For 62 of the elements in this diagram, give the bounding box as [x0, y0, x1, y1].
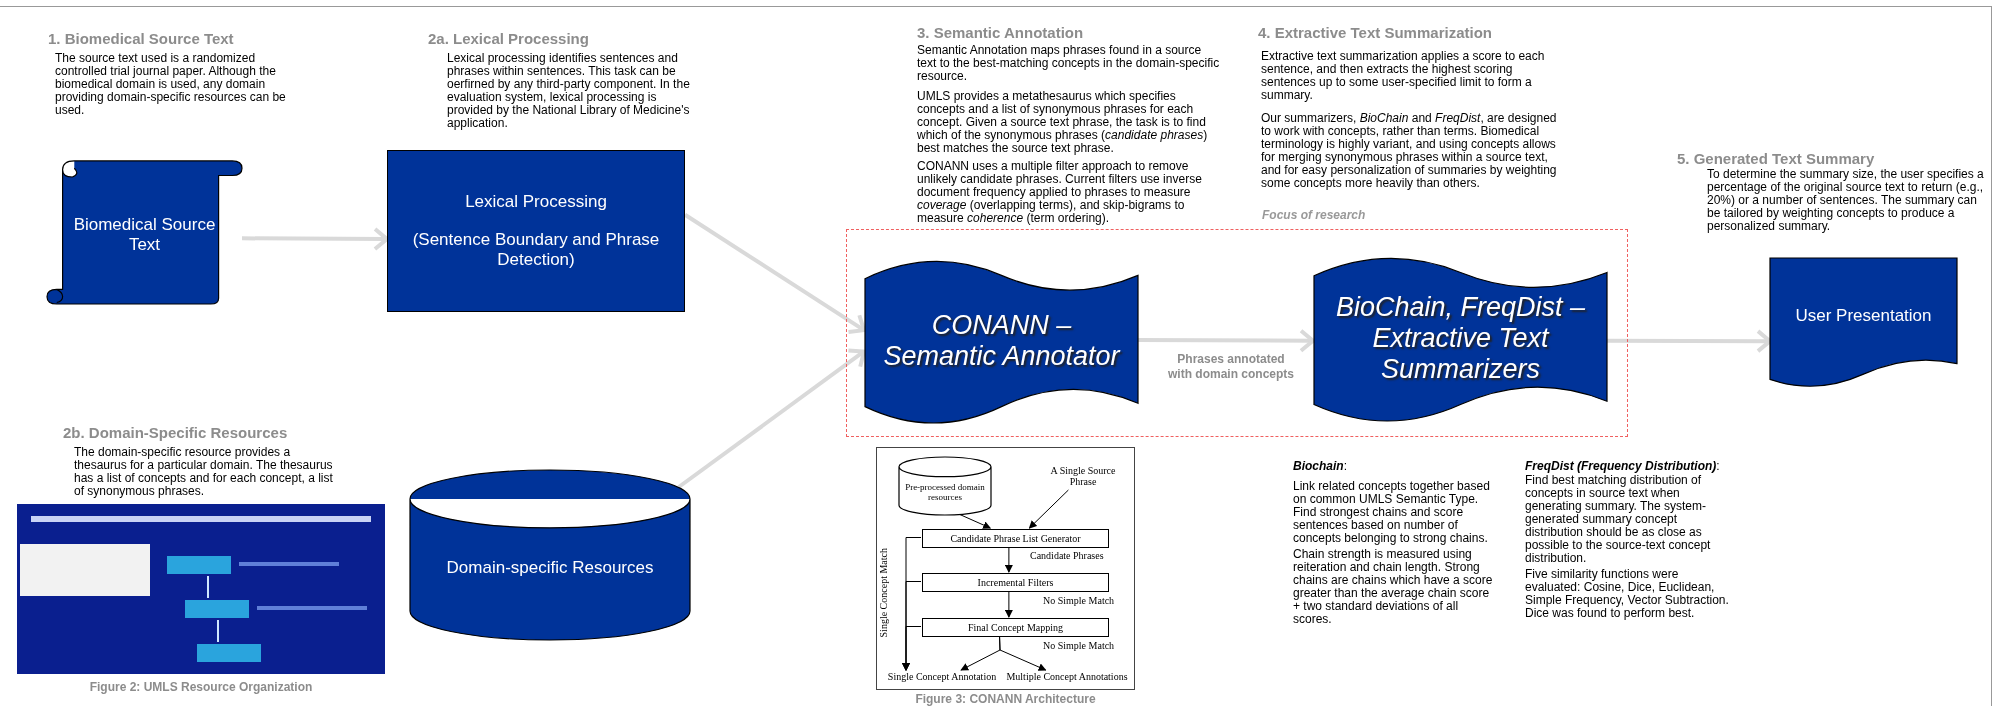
paragraph: UMLS provides a metathesaurus which specifies concepts and a list of synonymous phrases for each concept. Given a source text phrase, the task is to find which of the synonymous phrases (candidate phrases) best matches the source text phrase.: [917, 90, 1209, 155]
subheading: FreqDist (Frequency Distribution):: [1525, 460, 1721, 473]
edge-label: Candidate Phrases: [1030, 550, 1104, 561]
tape-shape: [1314, 256, 1607, 421]
arrow: [902, 626, 922, 671]
paragraph: The source text used is a randomized controlled trial journal paper. Although the biomedical domain is used, any domain providing domain-specific resources can be used.: [55, 52, 287, 117]
scroll-shape: [47, 158, 242, 304]
edge-label: No Simple Match: [1043, 595, 1115, 606]
paragraph: CONANN uses a multiple filter approach to remove unlikely candidate phrases. Current filters use inverse document frequency applied to phrases to measure coverage (overlapping terms), and skip-bigrams to measure coherence (term ordering).: [917, 160, 1203, 225]
edge-label: Phrases annotated with domain concepts: [1166, 352, 1296, 382]
node-label: Incremental Filters: [977, 577, 1054, 588]
node-label: Domain-specific Resources: [446, 558, 654, 578]
arrow: [1004, 546, 1013, 573]
arrow: [958, 513, 992, 529]
section-heading: 4. Extractive Text Summarization: [1258, 24, 1492, 41]
arrow: [999, 635, 1047, 671]
section-heading: 3. Semantic Annotation: [917, 24, 1084, 41]
node-label: Candidate Phrase List Generator: [950, 533, 1081, 544]
section-heading: 2a. Lexical Processing: [428, 30, 589, 47]
arrow: [677, 348, 866, 489]
database-cylinder: [899, 457, 991, 515]
arrow: [1028, 489, 1069, 529]
process-box: [922, 529, 1109, 548]
paragraph: Lexical processing identifies sentences and phrases within sentences. This task can be oerfirned by any third-party component. In the evaluation system, lexical processing is provided by the National Library of Medicine's application.: [447, 52, 691, 130]
edge-label: No Simple Match: [1043, 640, 1115, 651]
node-label: (Sentence Boundary and Phrase Detection): [411, 230, 661, 270]
node-label: A Single Source Phrase: [1043, 465, 1123, 491]
side-label: Single Concept Match: [878, 548, 889, 638]
node-label: Final Concept Mapping: [968, 622, 1063, 633]
section-heading: 5. Generated Text Summary: [1677, 150, 1875, 167]
node-label: User Presentation: [1795, 306, 1932, 326]
process-box: [387, 150, 685, 312]
process-box: [922, 573, 1109, 592]
figure-caption: Figure 3: CONANN Architecture: [914, 692, 1097, 706]
paragraph: Our summarizers, BioChain and FreqDist, are designed to work with concepts, rather than terms. Biomedical terminology is highly variant, and using concepts allows for merging synonymous phrases within a source text, and for easy personalization of summaries by weighting some concepts more heavily than others.: [1261, 112, 1558, 190]
node-label: Pre-processed domain resources: [904, 482, 986, 502]
paragraph: The domain-specific resource provides a thesaurus for a particular domain. The thesaurus has a list of concepts and for each concept, a list of synonymous phrases.: [74, 446, 334, 498]
paragraph: Semantic Annotation maps phrases found in a source text to the best-matching concepts in the domain-specific resource.: [917, 44, 1221, 83]
figure-caption: Figure 2: UMLS Resource Organization: [88, 680, 314, 694]
arrow: [1004, 590, 1013, 618]
node-label: Lexical Processing: [465, 192, 607, 212]
node-label: Multiple Concept Annotations: [999, 671, 1135, 685]
node-label: BioChain, FreqDist – Extractive Text Summarizers: [1334, 292, 1587, 385]
node-label: Single Concept Annotation: [886, 671, 998, 685]
region-title: Focus of research: [1262, 208, 1366, 222]
section-heading: 2b. Domain-Specific Resources: [63, 424, 288, 441]
paragraph: Chain strength is measured using reiteration and chain length. Strong chains are chains which have a score greater than the average chain score + two standard deviations of all scores.: [1293, 548, 1493, 626]
process-box: [922, 618, 1109, 637]
document-shape: [1770, 258, 1957, 390]
node-label: CONANN – Semantic Annotator: [882, 310, 1122, 372]
paragraph: Link related concepts together based on common UMLS Semantic Type. Find strongest chains and score sentences based on number of concepts belonging to strong chains.: [1293, 480, 1491, 545]
section-heading: 1. Biomedical Source Text: [48, 30, 234, 47]
node-label: Biomedical Source Text: [72, 215, 217, 255]
arrow: [683, 213, 866, 335]
database-cylinder: [410, 470, 690, 640]
paragraph: To determine the summary size, the user specifies a percentage of the original source text to return (e.g., 20%) or a number of sentences. The summary can be tailored by weighting concepts to produce a personalized summary.: [1707, 168, 1985, 233]
subheading: Biochain:: [1293, 460, 1348, 473]
paragraph: Five similarity functions were evaluated: Cosine, Dice, Euclidean, Simple Frequency, Vector Subtraction. Dice was found to perform best.: [1525, 568, 1730, 620]
tape-shape: [865, 259, 1138, 423]
paragraph: Extractive text summarization applies a score to each sentence, and then extracts the highest scoring sentences up to some user-specified limit to form a summary.: [1261, 50, 1546, 102]
arrow: [242, 227, 389, 252]
paragraph: Find best matching distribution of concepts in source text when generating summary. The system-generated summary concept distribution should be as close as possible to the source-text concept distribution.: [1525, 474, 1712, 565]
